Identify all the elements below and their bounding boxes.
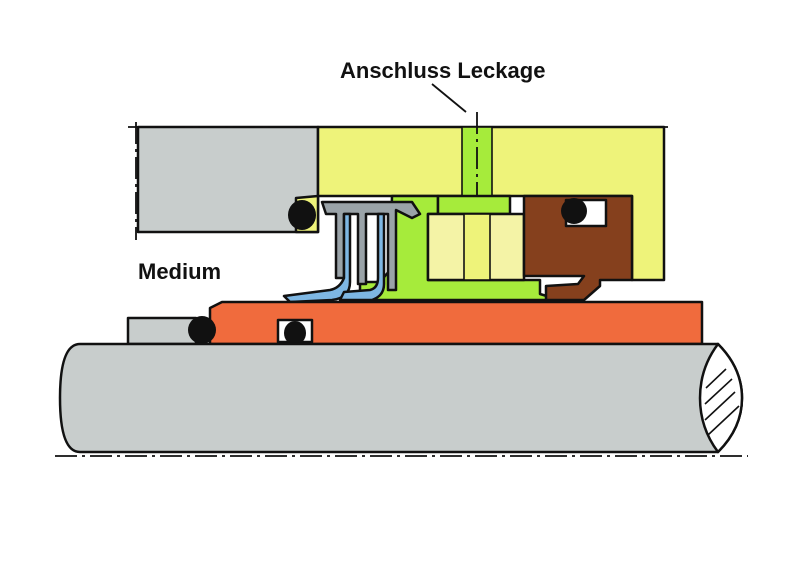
collar — [126, 316, 198, 346]
leakage-leader — [431, 83, 467, 113]
sleeve-top-band — [436, 194, 512, 216]
label-connection-leakage: Anschluss Leckage — [340, 58, 545, 83]
sleeve-oring — [284, 321, 306, 345]
bellows-blue-2 — [338, 212, 386, 302]
label-medium: Medium — [138, 259, 221, 284]
hatch-lines — [704, 368, 740, 436]
collar-oring — [188, 316, 216, 344]
bellows-gray — [320, 200, 422, 292]
seat-oring — [561, 198, 587, 224]
shaft — [58, 342, 744, 454]
shaft-cut-hatch — [698, 342, 744, 454]
housing-oring — [288, 200, 316, 230]
insert-core — [463, 213, 491, 281]
